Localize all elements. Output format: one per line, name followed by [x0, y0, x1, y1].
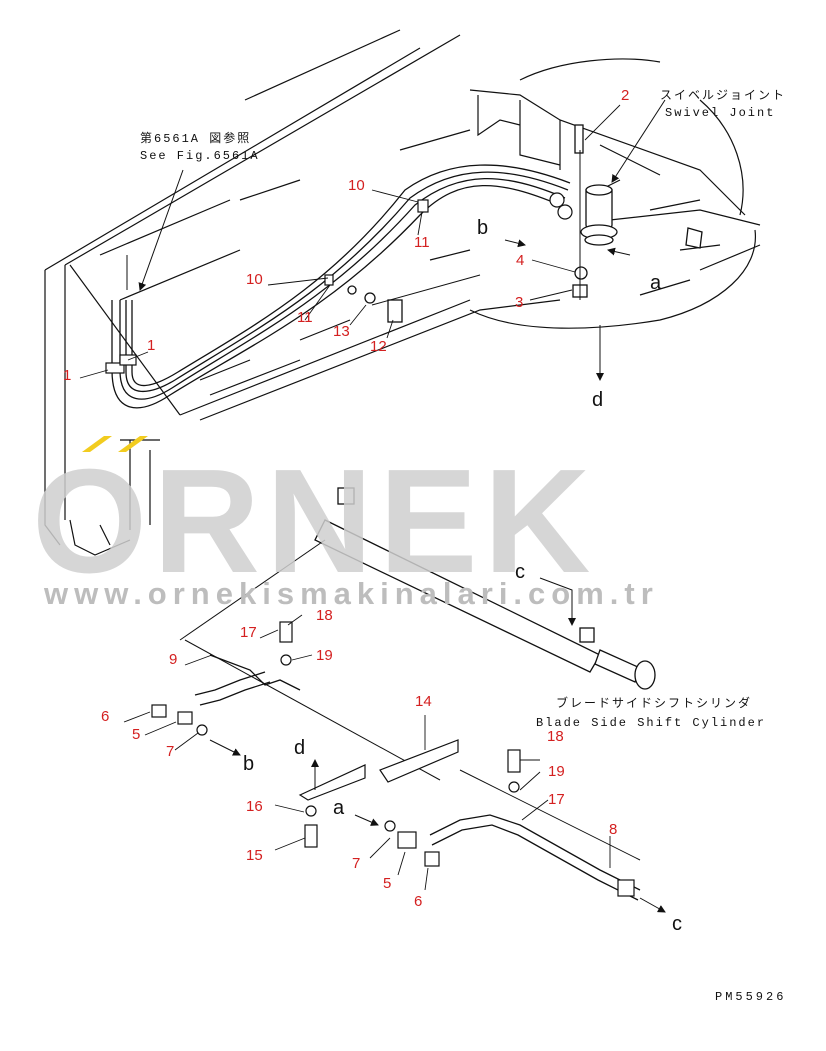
hose-fittings-upper	[105, 192, 573, 374]
swivel-leaders	[126, 99, 666, 381]
callout-15: 15	[246, 847, 263, 864]
connection-letter-b: b	[477, 217, 489, 239]
callout-19: 19	[316, 647, 333, 664]
connection-letter-a: a	[333, 797, 345, 819]
swivel-joint-jp: スイベルジョイント	[660, 89, 787, 103]
callout-17: 17	[548, 791, 565, 808]
connection-letter-c: c	[515, 561, 525, 583]
callout-6: 6	[101, 708, 110, 725]
callout-5: 5	[132, 726, 141, 743]
callout-17: 17	[240, 624, 257, 641]
callout-1: 1	[147, 337, 156, 354]
lower-leaders	[209, 739, 666, 913]
callout-1: 1	[63, 367, 72, 384]
callout-9: 9	[169, 651, 178, 668]
swivel-joint-en: Swivel Joint	[665, 106, 776, 120]
lower-fittings	[151, 621, 635, 897]
see-fig-jp: 第6561A 図参照	[140, 132, 252, 146]
bracket-14	[298, 739, 459, 801]
callout-8: 8	[609, 821, 618, 838]
callout-4: 4	[516, 252, 525, 269]
callout-13: 13	[333, 323, 350, 340]
callout-2: 2	[621, 87, 630, 104]
callout-10: 10	[348, 177, 365, 194]
callout-7: 7	[166, 743, 175, 760]
callout-14: 14	[415, 693, 432, 710]
watermark-url: www.ornekismakinalari.com.tr	[44, 576, 659, 611]
connection-letter-a: a	[650, 272, 662, 294]
cylinder-jp: ブレードサイドシフトシリンダ	[556, 697, 753, 711]
hoses-lower	[194, 654, 641, 901]
watermark-brand: ORNEK	[32, 439, 597, 604]
callout-16: 16	[246, 798, 263, 815]
callout-6: 6	[414, 893, 423, 910]
see-fig-en: See Fig.6561A	[140, 149, 260, 163]
frame-outline	[44, 29, 761, 556]
cylinder	[314, 487, 656, 690]
callout-11: 11	[414, 234, 430, 251]
drawing-code: PM55926	[715, 990, 787, 1004]
callout-leaders	[79, 104, 621, 891]
callout-12: 12	[370, 338, 387, 355]
callout-5: 5	[383, 875, 392, 892]
connection-letter-b: b	[243, 753, 255, 775]
callout-7: 7	[352, 855, 361, 872]
connection-letter-c: c	[672, 913, 682, 935]
callout-19: 19	[548, 763, 565, 780]
callout-10: 10	[246, 271, 263, 288]
cylinder-en: Blade Side Shift Cylinder	[536, 716, 767, 730]
callout-3: 3	[515, 294, 524, 311]
connection-letter-d: d	[294, 737, 306, 759]
callout-18: 18	[316, 607, 333, 624]
watermark-accent	[82, 436, 148, 452]
callout-11: 11	[297, 309, 313, 326]
connection-letter-d: d	[592, 389, 604, 411]
callout-18: 18	[547, 728, 564, 745]
hoses-upper	[111, 164, 571, 409]
